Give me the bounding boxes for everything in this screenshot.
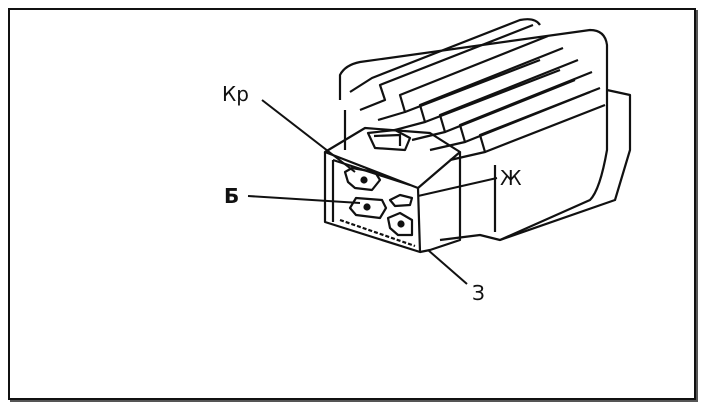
label-b: Б: [224, 184, 240, 208]
label-zh: Ж: [500, 166, 522, 190]
leader-lines: [247, 99, 498, 285]
terminals: [343, 166, 414, 237]
label-kr: Кр: [222, 82, 249, 106]
heatsink-fins: [349, 18, 606, 162]
heatsink-body: [338, 28, 632, 242]
label-z: З: [472, 281, 485, 305]
figure-frame: [8, 8, 696, 400]
